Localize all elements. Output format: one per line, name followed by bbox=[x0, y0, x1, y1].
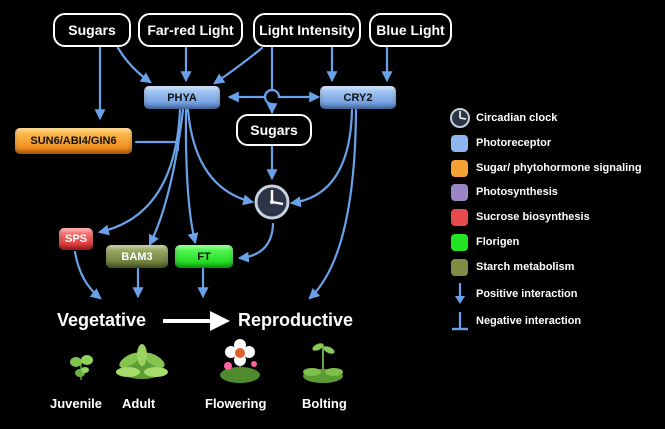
arrow-cry2-reproductive bbox=[308, 108, 358, 300]
arrow-cry2-clock bbox=[289, 108, 354, 208]
legend-swatch-sugar-signaling bbox=[451, 159, 468, 177]
legend-negative-bar bbox=[452, 312, 468, 331]
node-sun6-abi4-gin6: SUN6/ABI4/GIN6 bbox=[15, 128, 132, 154]
arrow-phya-ft bbox=[184, 108, 199, 245]
legend-swatch-florigen bbox=[451, 233, 468, 251]
circadian-clock-icon bbox=[254, 184, 290, 220]
legend-label-photoreceptor: Photoreceptor bbox=[476, 137, 552, 149]
legend-label-circadian-clock: Circadian clock bbox=[476, 112, 558, 124]
arrow-lightint-sugars bbox=[263, 46, 278, 115]
legend-swatch-photosynthesis bbox=[451, 183, 468, 201]
juvenile-plant-icon bbox=[70, 355, 93, 380]
node-bam3: BAM3 bbox=[106, 245, 168, 268]
legend-label-sugar-signaling: Sugar/ phytohormone signaling bbox=[476, 162, 642, 174]
input-light-intensity: Light Intensity bbox=[253, 13, 361, 47]
node-ft: FT bbox=[175, 245, 233, 268]
node-cry2: CRY2 bbox=[320, 86, 396, 109]
legend-label-starch-metabolism: Starch metabolism bbox=[476, 261, 575, 273]
legend-label-negative-interaction: Negative interaction bbox=[476, 315, 582, 327]
input-sugars: Sugars bbox=[53, 13, 131, 47]
arrow-sps-vegetative bbox=[73, 250, 102, 300]
label-vegetative: Vegetative bbox=[57, 310, 147, 330]
legend-label-sucrose-biosynthesis: Sucrose biosynthesis bbox=[476, 211, 590, 223]
legend-row-starch-metabolism: Starch metabolism bbox=[451, 257, 574, 277]
arrow-phya-clock bbox=[186, 108, 255, 206]
legend-row-negative-interaction: Negative interaction bbox=[451, 311, 581, 331]
legend-clock-icon bbox=[450, 108, 470, 128]
legend-swatch-photoreceptor bbox=[451, 134, 468, 152]
arrow-phya-cry2 bbox=[227, 88, 321, 103]
adult-plant-icon bbox=[116, 344, 168, 379]
flowering-plant-icon bbox=[220, 339, 260, 383]
legend-swatch-starch-metabolism bbox=[451, 258, 468, 276]
arrow-phya-bam3 bbox=[148, 108, 185, 246]
legend-label-positive-interaction: Positive interaction bbox=[476, 288, 578, 300]
legend-row-sucrose-biosynthesis: Sucrose biosynthesis bbox=[451, 207, 590, 227]
input-far-red-light: Far-red Light bbox=[138, 13, 243, 47]
legend-row-florigen: Florigen bbox=[451, 232, 519, 252]
label-reproductive: Reproductive bbox=[238, 310, 354, 330]
legend-label-florigen: Florigen bbox=[476, 236, 520, 248]
bolting-plant-icon bbox=[303, 343, 343, 383]
input-sugars-secondary: Sugars bbox=[236, 114, 312, 146]
legend-row-photoreceptor: Photoreceptor bbox=[451, 133, 551, 153]
input-blue-light: Blue Light bbox=[369, 13, 452, 47]
legend-label-photosynthesis: Photosynthesis bbox=[476, 186, 558, 198]
label-bolting: Bolting bbox=[302, 396, 347, 411]
node-sps: SPS bbox=[59, 228, 93, 250]
arrow-clock-ft bbox=[237, 222, 275, 263]
legend-row-photosynthesis: Photosynthesis bbox=[451, 182, 558, 202]
legend-row-positive-interaction: Positive interaction bbox=[451, 284, 577, 304]
legend-positive-arrow bbox=[455, 283, 465, 304]
arrow-lightint-phya bbox=[213, 46, 264, 85]
legend-row-sugar-signaling: Sugar/ phytohormone signaling bbox=[451, 158, 642, 178]
legend-row-circadian-clock: Circadian clock bbox=[451, 108, 557, 128]
label-flowering: Flowering bbox=[205, 396, 267, 411]
node-phya: PHYA bbox=[144, 86, 220, 109]
label-juvenile: Juvenile bbox=[50, 396, 103, 411]
label-adult: Adult bbox=[122, 396, 156, 411]
arrow-sugars-phya bbox=[116, 46, 152, 84]
legend-swatch-sucrose-biosynthesis bbox=[451, 208, 468, 226]
